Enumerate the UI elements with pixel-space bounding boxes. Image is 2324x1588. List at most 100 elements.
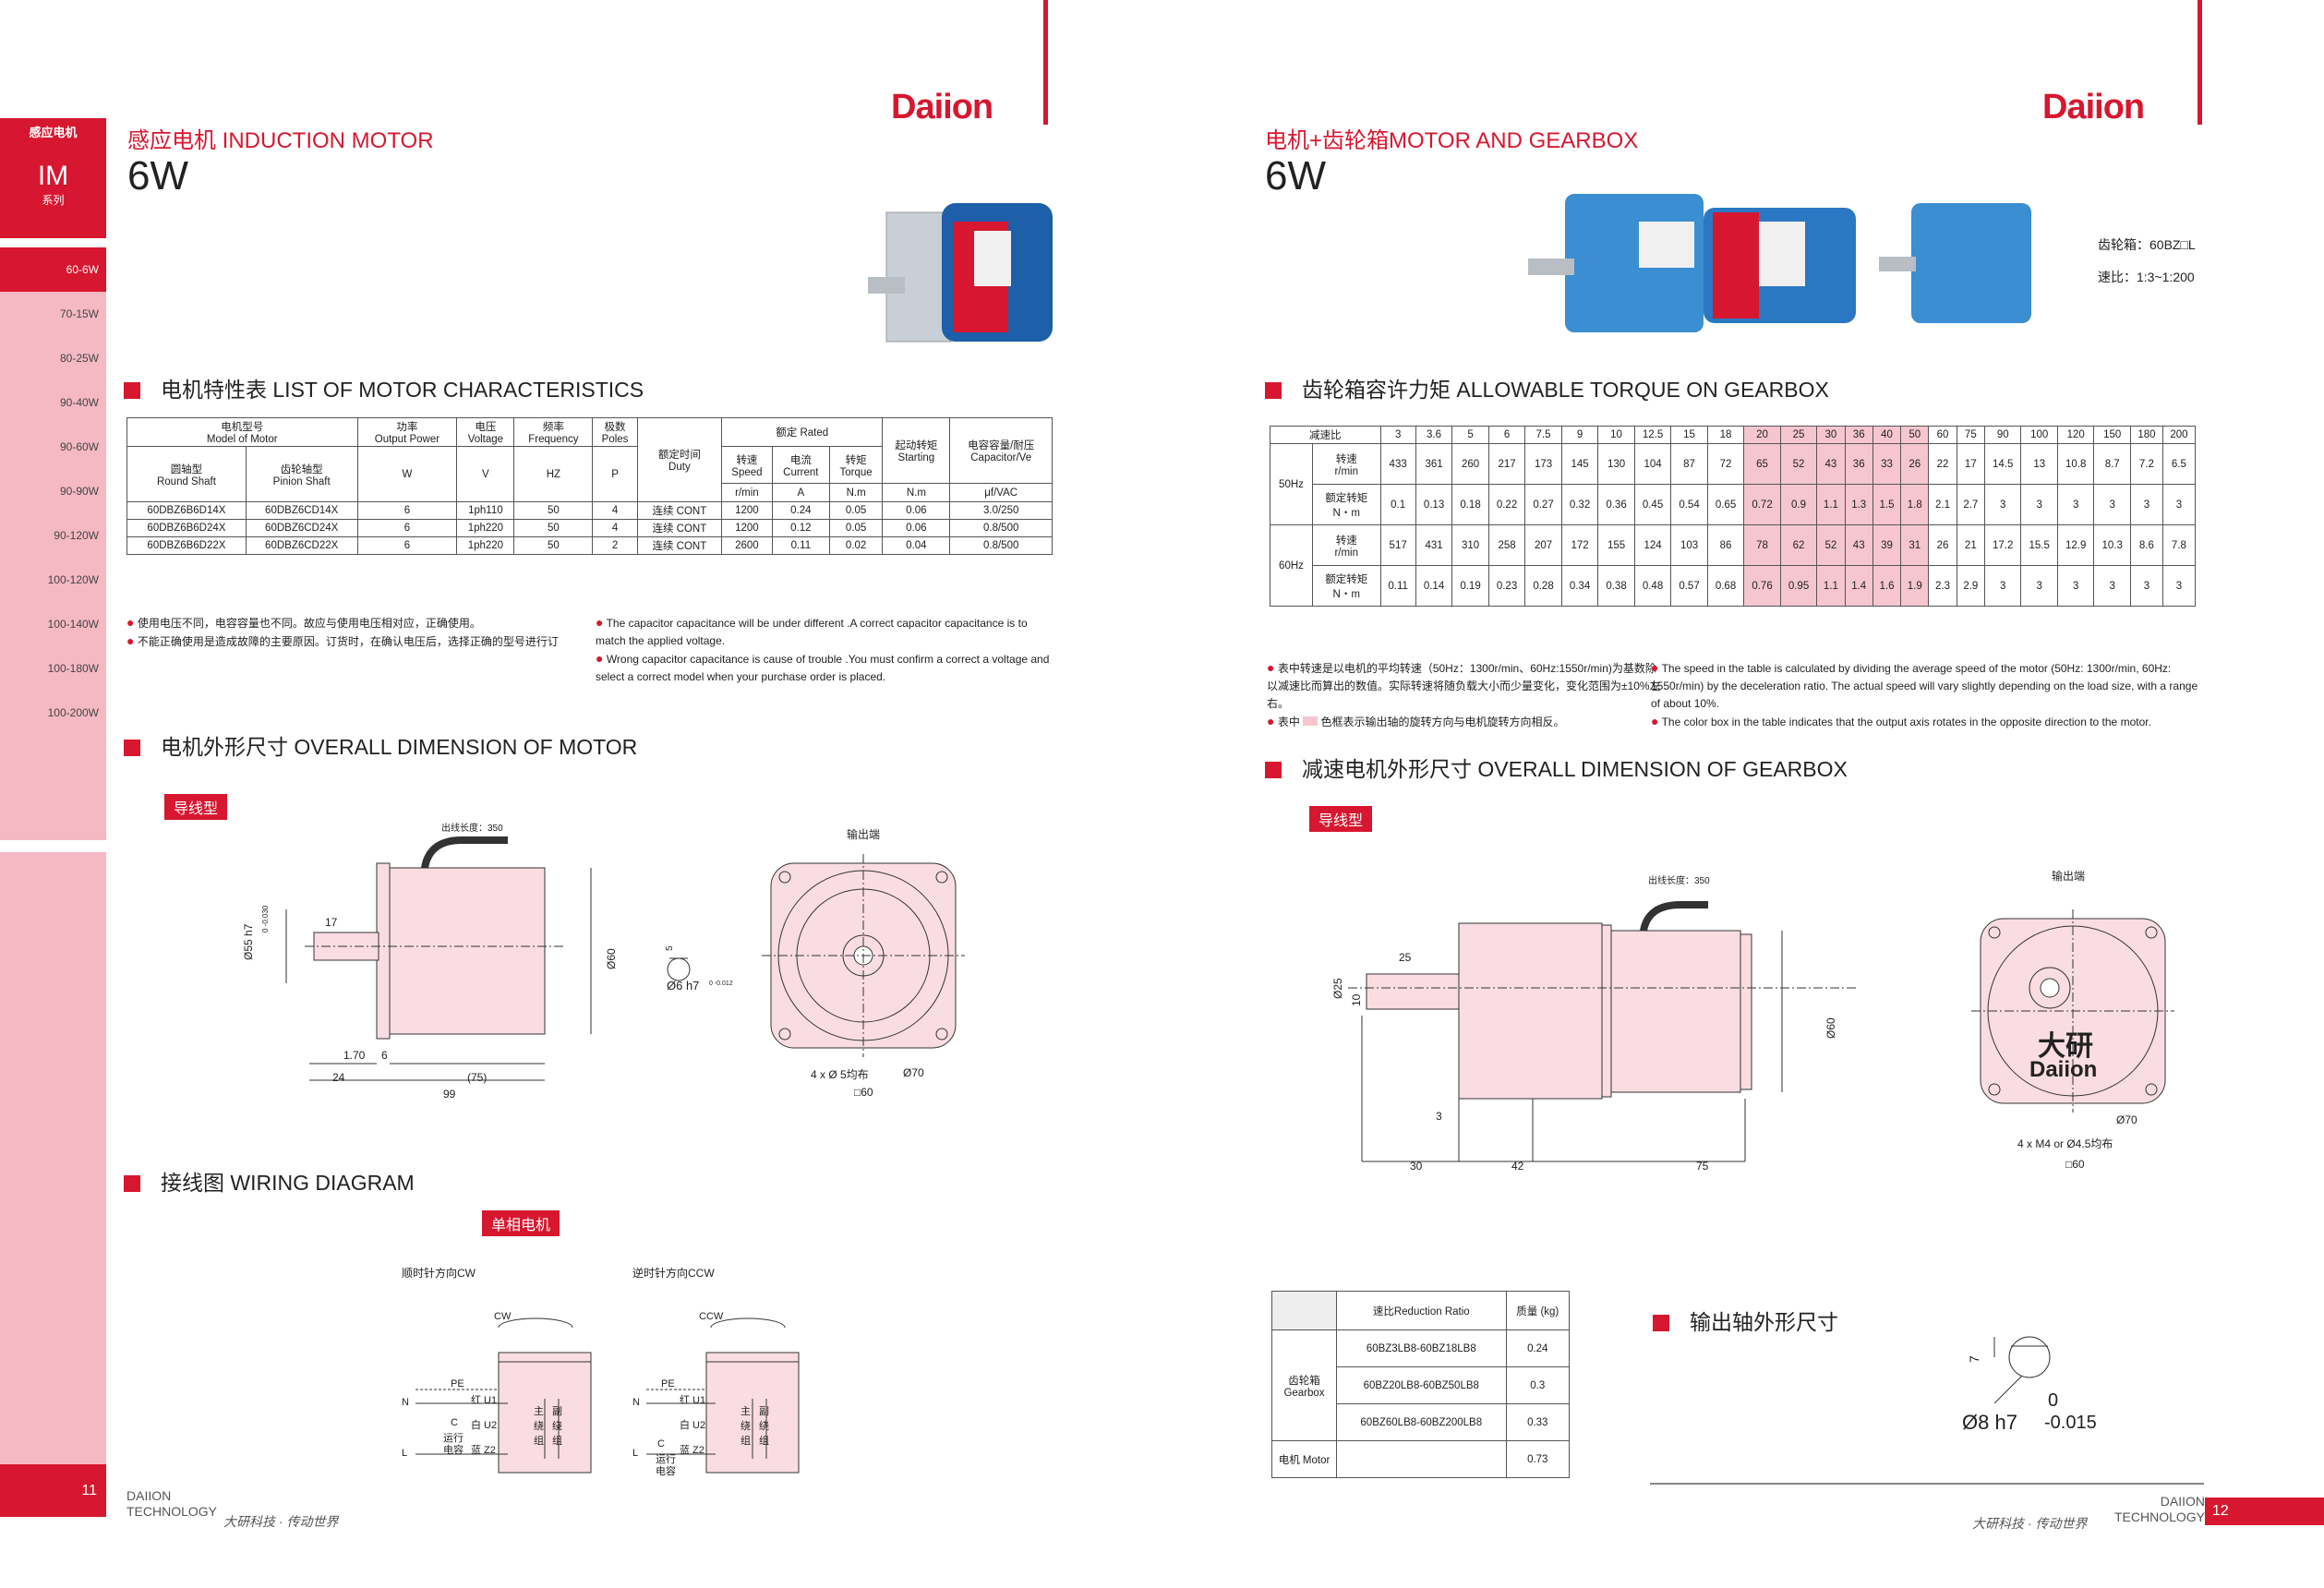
dim-24: 24 [332, 1071, 345, 1084]
torque-cell: 1.9 [1900, 565, 1930, 607]
torque-cell: 0.57 [1670, 565, 1708, 607]
w-u1-ccw: 红 U1 [680, 1395, 706, 1406]
dim-lead-left: 出线长度：350 [441, 824, 503, 834]
torque-cell: 62 [1779, 524, 1818, 566]
torque-cell: 0.28 [1524, 565, 1562, 607]
cell: 6 [356, 501, 458, 520]
section-motor-dimension: 电机外形尺寸 OVERALL DIMENSION OF MOTOR [124, 729, 637, 761]
torque-cell: 0.65 [1706, 484, 1745, 525]
notes-cn-right: ● 表中转速是以电机的平均转速（50Hz：1300r/min、60Hz:1550… [1267, 660, 1661, 728]
torque-cell: 0.34 [1560, 565, 1599, 607]
page-number-left: 11 [0, 1464, 106, 1517]
gearbox-logo-en: Daiion [2029, 1057, 2098, 1082]
torque-cell: 361 [1415, 443, 1453, 485]
sidebar-item-100-200w[interactable]: 100-200W [47, 706, 99, 719]
sidebar-item-90-40w[interactable]: 90-40W [59, 396, 99, 409]
note-cn-1: 使用电压不同，电容容量也不同。故应与使用电压相对应，正确使用。 [137, 617, 481, 630]
u-nm: N.m [828, 483, 884, 502]
torque-cell: 17 [1956, 443, 1985, 485]
tt-head-label: 减速比 [1270, 426, 1381, 444]
gearbox-dimension-drawing [1348, 901, 1856, 1162]
gearbox-model: 齿轮箱：60BZ□L [2098, 237, 2196, 252]
cell: 0.05 [828, 519, 884, 537]
h-duty: 额定时间 [657, 450, 701, 461]
torque-cell: 1.1 [1816, 565, 1846, 607]
note-en-r2: The color box in the table indicates tha… [1661, 716, 2151, 728]
series-badge: IM 系列 [0, 148, 106, 238]
dim-30: 30 [1410, 1160, 1423, 1173]
sidebar-item-80-25w[interactable]: 80-25W [59, 352, 99, 365]
h-torque-en: Torque [839, 466, 873, 478]
torque-cell: 0.11 [1379, 565, 1416, 607]
ratio-header: 3.6 [1415, 426, 1453, 444]
torque-cell: 0.9 [1779, 484, 1818, 525]
torque-cell: 0.76 [1743, 565, 1781, 607]
sidebar-item-70-15w[interactable]: 70-15W [59, 307, 99, 320]
f60-label: 60Hz [1270, 524, 1313, 607]
torque-cell: 172 [1560, 524, 1599, 566]
cell: 60DBZ6B6D14X [126, 501, 247, 520]
note-en-2: Wrong capacitor capacitance is cause of … [596, 653, 1050, 683]
torque-cell: 3 [2020, 565, 2058, 607]
torque-cell: 65 [1743, 443, 1781, 485]
torque-cell: 10.3 [2093, 524, 2131, 566]
ratio-range: 速比：1:3~1:200 [2098, 270, 2195, 284]
ratio-header: 150 [2093, 426, 2131, 444]
torque-cell: 43 [1816, 443, 1846, 485]
ratio-header: 9 [1560, 426, 1599, 444]
h-freq: 频率 [542, 422, 564, 433]
torque-cell: 3 [1983, 484, 2022, 525]
u-nm2: N.m [882, 483, 951, 502]
torque-cell: 0.36 [1597, 484, 1635, 525]
dim-d55-tol: 0 -0.030 [261, 905, 270, 932]
ratio-header: 200 [2161, 426, 2197, 444]
notes-en-right: ● The speed in the table is calculated b… [1651, 660, 2198, 728]
note-cn-2: 不能正确使用是造成故障的主要原因。订货时，在确认电压后，选择正确的型号进行订 [137, 635, 559, 648]
w-run-ccw: 运行 [656, 1454, 676, 1465]
torque-cell: 433 [1379, 443, 1416, 485]
torque-cell: 0.14 [1415, 565, 1453, 607]
cell: 4 [592, 501, 638, 520]
sidebar-item-90-120w[interactable]: 90-120W [54, 529, 99, 542]
h-current-en: Current [783, 466, 819, 478]
cell: 60DBZ6B6D22X [126, 536, 247, 555]
ratio-header: 10 [1597, 426, 1635, 444]
torque-cell: 72 [1706, 443, 1745, 485]
torque-cell: 0.45 [1633, 484, 1672, 525]
h-start: 起动转矩 [895, 440, 938, 452]
h-volt-en: Voltage [467, 434, 504, 445]
h-cap: 电容容量/耐压 [968, 440, 1035, 452]
torque-cell: 2.1 [1928, 484, 1957, 525]
notes-en-left: ● The capacitor capacitance will be unde… [596, 615, 1050, 683]
w-run-cw: 运行 [443, 1433, 464, 1444]
dim-d55: Ø55 h7 [242, 923, 255, 960]
sidebar-item-60-6w[interactable]: 60-6W [0, 247, 106, 292]
sidebar-item-90-90w[interactable]: 90-90W [59, 485, 99, 498]
sidebar-item-100-120w[interactable]: 100-120W [47, 573, 99, 586]
sidebar-item-90-60w[interactable]: 90-60W [59, 440, 99, 453]
torque-cell: 36 [1844, 443, 1873, 485]
ratio-header: 75 [1956, 426, 1985, 444]
w-z2-cw: 蓝 Z2 [471, 1445, 496, 1456]
torque-cell: 3 [2129, 565, 2163, 607]
torque-cell: 3 [2056, 484, 2095, 525]
ccw-label: CCW [699, 1311, 724, 1322]
cw-title: 顺时针方向CW [402, 1267, 476, 1280]
sidebar-item-100-140w[interactable]: 100-140W [47, 618, 99, 631]
sidebar-item-100-180w[interactable]: 100-180W [47, 662, 99, 675]
torque-cell: 21 [1956, 524, 1985, 566]
motor-dimension-drawing [285, 836, 592, 1081]
torque-cell: 26 [1900, 443, 1930, 485]
torque-cell: 52 [1816, 524, 1846, 566]
torque-cell: 2.7 [1956, 484, 1985, 525]
torque-cell: 2.9 [1956, 565, 1985, 607]
page-title-right: 6W [1265, 153, 1326, 198]
dim-25: 25 [1399, 951, 1412, 964]
torque-cell: 130 [1597, 443, 1635, 485]
ratio-header: 3 [1379, 426, 1416, 444]
cell: 4 [592, 519, 638, 537]
output-end-left: 输出端 [847, 828, 881, 841]
h-round: 圆轴型 [170, 463, 203, 475]
